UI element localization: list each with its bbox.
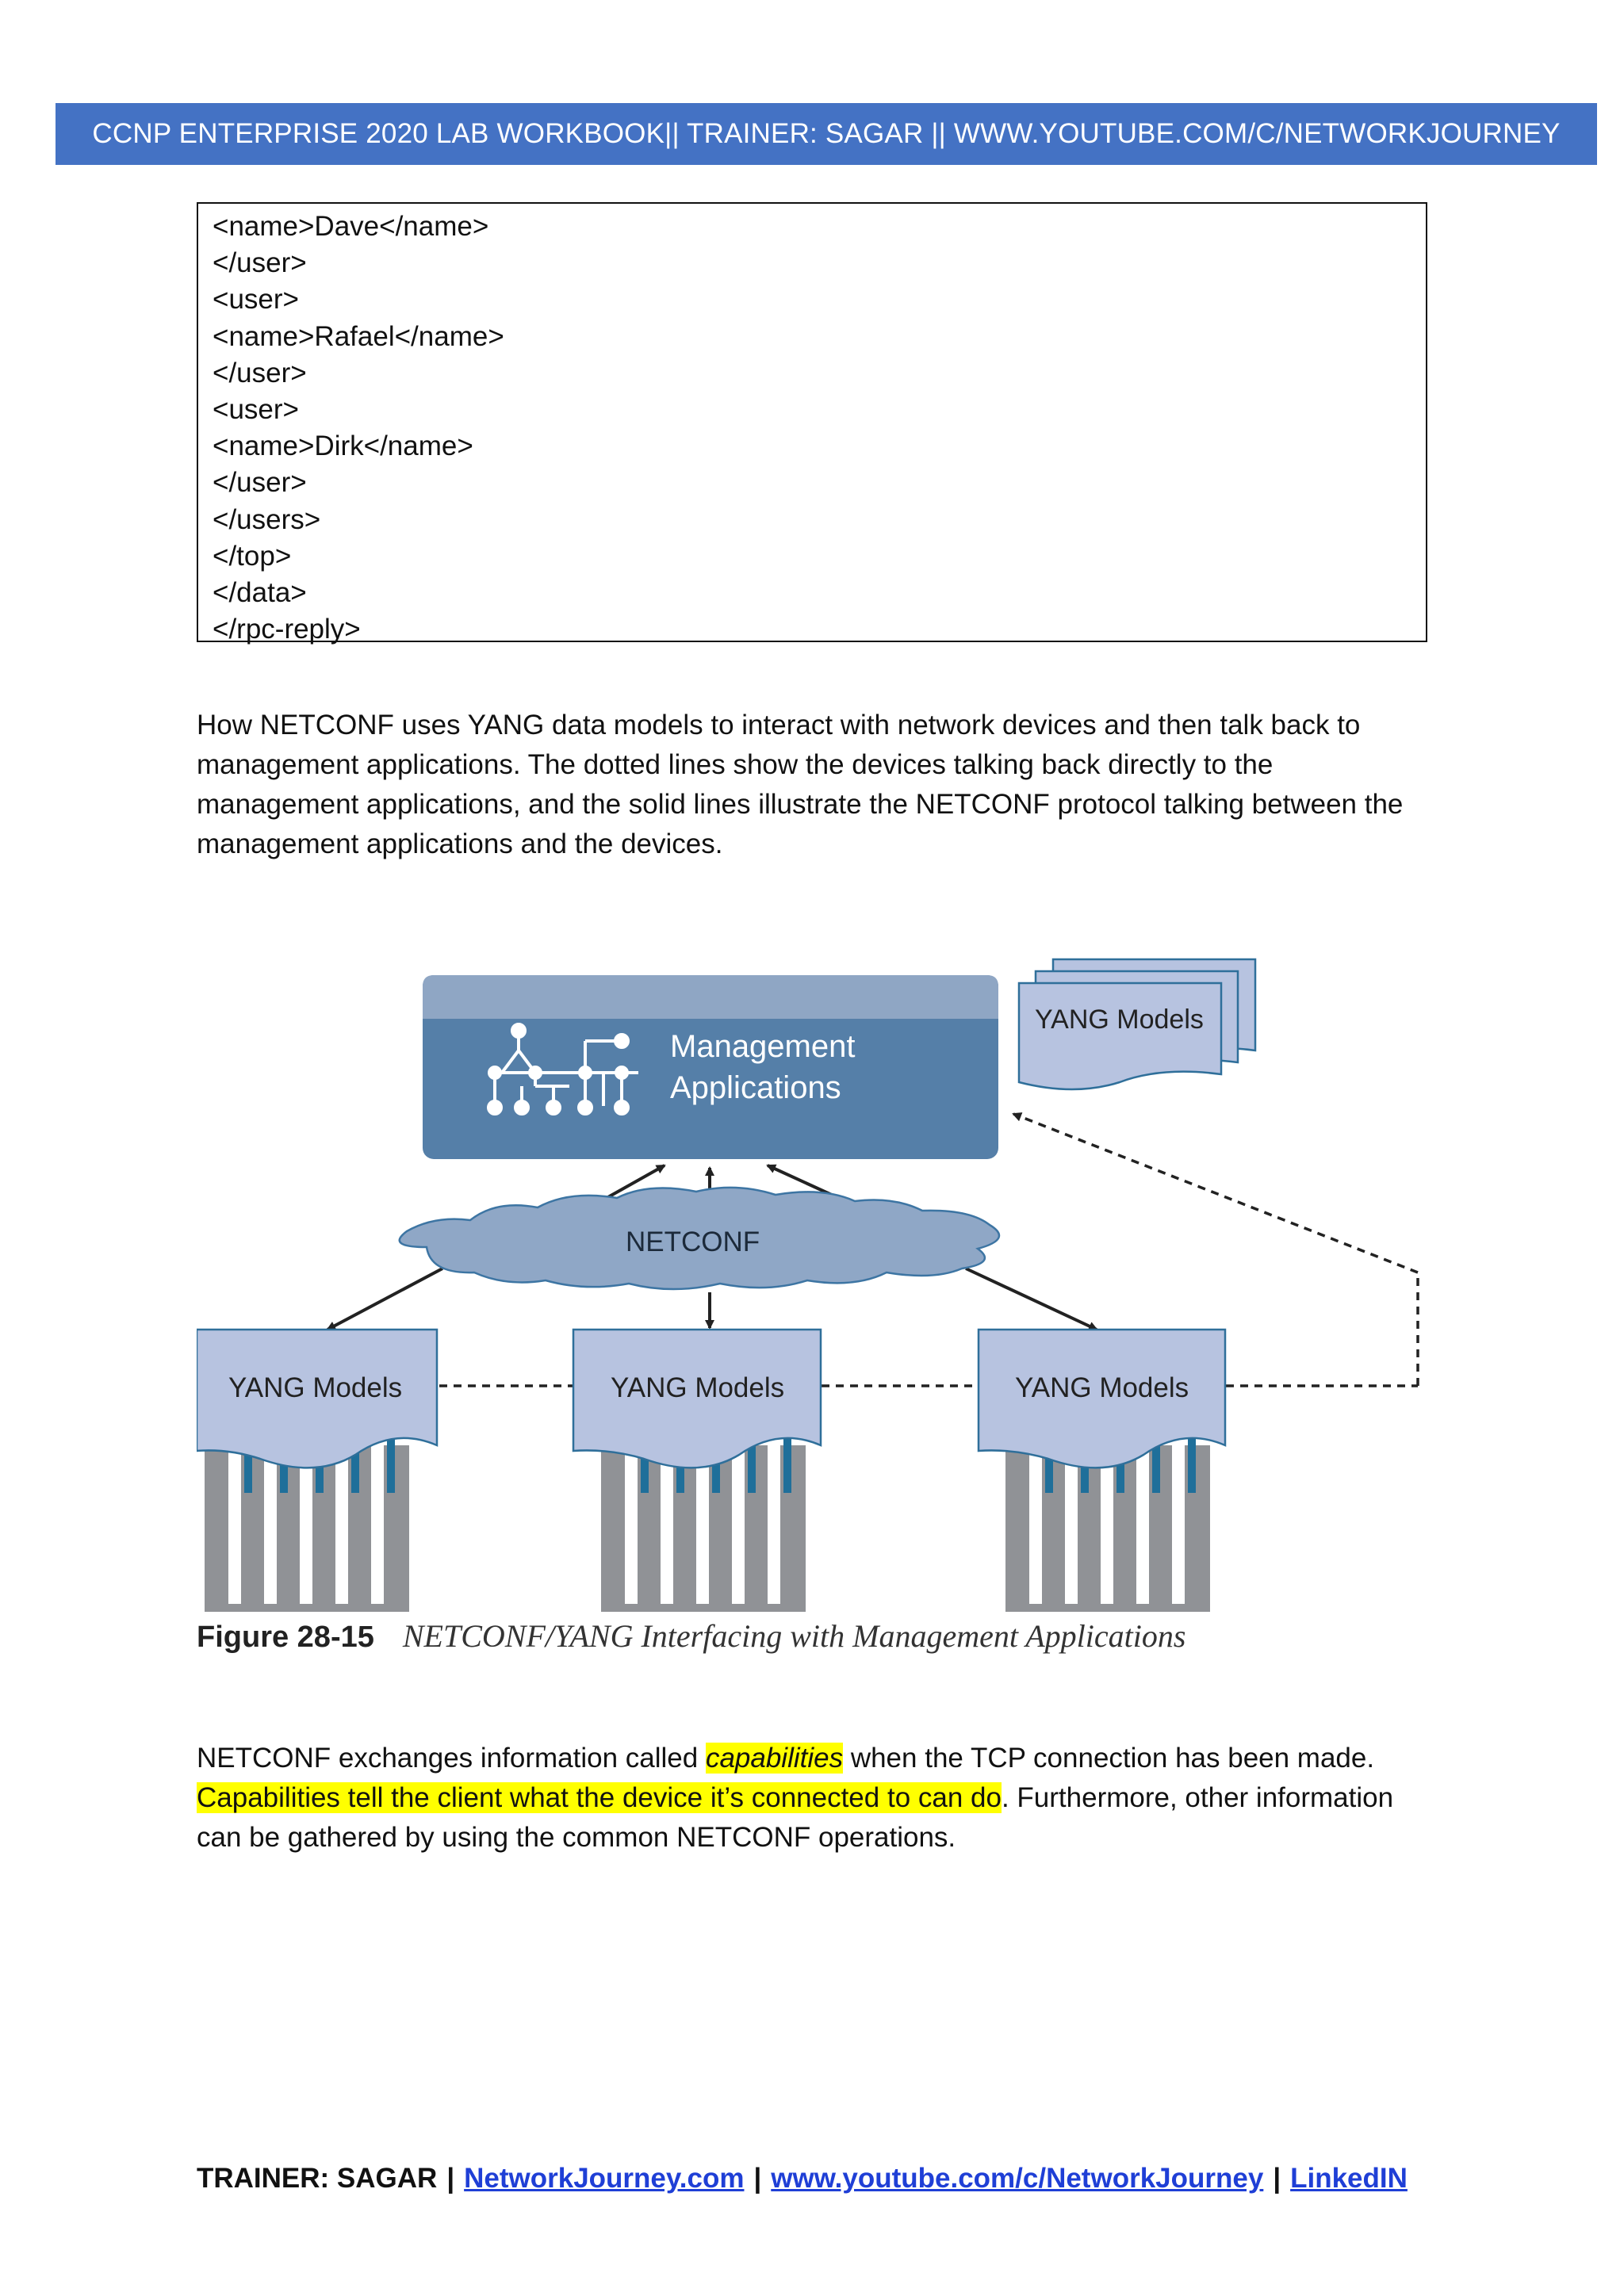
capabilities-highlight: Capabilities tell the client what the de… [197,1782,1002,1813]
code-line: <user> [213,394,299,426]
page-footer: TRAINER: SAGAR | NetworkJourney.com | www.yo… [197,2163,1408,2195]
footer-link-linkedin[interactable]: LinkedIN [1290,2163,1408,2194]
footer-separator: | [446,2163,455,2194]
mgmt-title-line1: Management [670,1029,855,1064]
device-feedback-lines [439,1112,1419,1387]
mgmt-title-line2: Applications [670,1070,841,1105]
code-line: </top> [213,540,292,572]
code-line: <name>Dirk</name> [213,430,473,462]
footer-link-networkjourney[interactable]: NetworkJourney.com [464,2163,745,2194]
yang-stack-label: YANG Models [1035,1004,1204,1035]
code-line: </rpc-reply> [213,614,361,645]
mgmt-box-body [423,975,998,1159]
device-3-label: YANG Models [1015,1372,1189,1403]
netconf-cloud: NETCONF [398,1186,1001,1291]
capabilities-text-2: when the TCP connection has been made. [843,1743,1375,1774]
device-1: YANG Models [197,1328,439,1612]
code-line: </user> [213,467,307,499]
mgmt-box-top [423,975,998,1019]
device-2: YANG Models [572,1328,822,1612]
capabilities-text-1: NETCONF exchanges information called [197,1743,706,1774]
netconf-label: NETCONF [626,1226,760,1257]
footer-link-youtube[interactable]: www.youtube.com/c/NetworkJourney [771,2163,1264,2194]
figure-title: NETCONF/YANG Interfacing with Management… [402,1618,1186,1654]
hierarchy-icon [487,1023,638,1115]
device-1-label: YANG Models [228,1372,402,1403]
device-3: YANG Models [977,1328,1227,1612]
page-header: CCNP ENTERPRISE 2020 LAB WORKBOOK|| TRAI… [56,103,1597,165]
footer-trainer: TRAINER: SAGAR [197,2163,438,2194]
code-line: </user> [213,357,307,388]
code-line: </users> [213,503,321,535]
intro-paragraph: How NETCONF uses YANG data models to int… [197,710,1404,859]
capabilities-highlight-italic: capabilities [705,1743,844,1774]
code-line: <name>Dave</name> [213,211,489,242]
management-applications-box: Management Applications [423,975,998,1159]
code-line: </data> [213,577,307,609]
figure-diagram: Management Applications YANG Models NETC… [197,958,1419,1612]
yang-models-stack: YANG Models [1017,958,1257,1091]
figure-number: Figure 28-15 [197,1621,374,1654]
figure-caption: Figure 28-15 NETCONF/YANG Interfacing wit… [197,1617,1185,1655]
code-box: <name>Dave</name> </user> <user> <name>R… [197,202,1427,645]
code-line: <name>Rafael</name> [213,320,504,352]
capabilities-paragraph: NETCONF exchanges information called cap… [197,1739,1434,1858]
code-line: <user> [213,284,299,316]
header-text: CCNP ENTERPRISE 2020 LAB WORKBOOK|| TRAI… [92,118,1561,149]
code-line: </user> [213,247,307,279]
footer-separator: | [1273,2163,1281,2194]
footer-separator: | [753,2163,762,2194]
netconf-yang-figure: Management Applications YANG Models NETC… [197,947,1434,1661]
device-2-label: YANG Models [611,1372,784,1403]
capabilities-text-3: . Furthermore, other information can be … [197,1782,1394,1853]
